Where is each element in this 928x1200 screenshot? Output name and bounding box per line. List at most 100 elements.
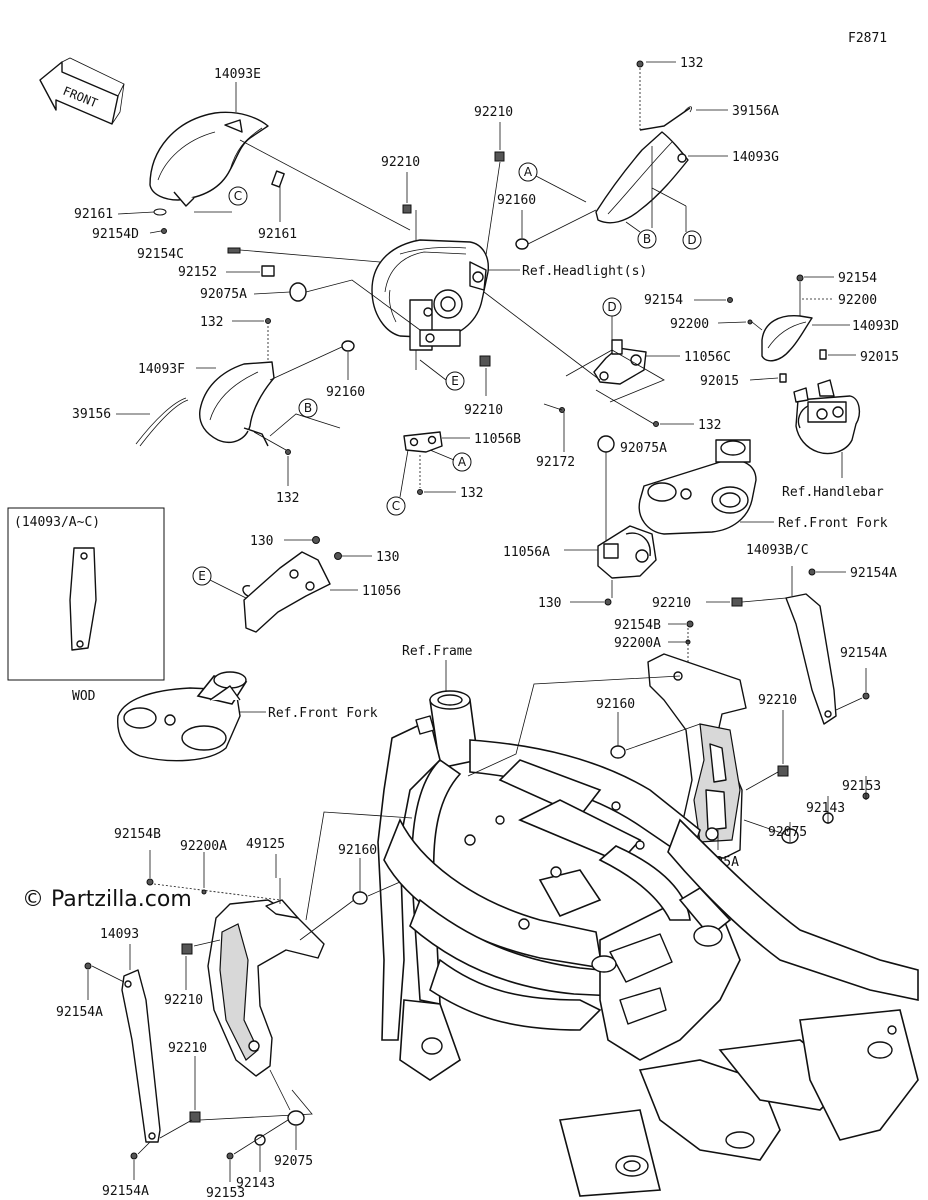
- handlebar-clamp[interactable]: [793, 379, 861, 455]
- label-14093d: 14093D: [852, 319, 899, 334]
- screw-92154a-l2: [130, 1152, 138, 1160]
- svg-text:E: E: [198, 569, 206, 583]
- collar-92015-a: [819, 349, 827, 360]
- label-92210-mid: 92210: [381, 155, 420, 170]
- callout-a-top: [518, 162, 538, 182]
- label-130-c: 130: [538, 596, 561, 611]
- side-cover-14093bc[interactable]: [785, 593, 837, 725]
- bolt-132-d: [417, 489, 423, 495]
- callout-c-mid: [386, 496, 406, 516]
- label-132-top: 132: [680, 56, 703, 71]
- inset-caption: WOD: [72, 689, 96, 704]
- screw-92154-r1: [796, 274, 804, 282]
- headlight-cowl-14093e[interactable]: [149, 111, 285, 207]
- screw-92154b-l: [146, 878, 154, 886]
- label-92153-r: 92153: [842, 779, 881, 794]
- label-92154b-l: 92154B: [114, 827, 161, 842]
- label-11056a: 11056A: [503, 545, 550, 560]
- label-92172: 92172: [536, 455, 575, 470]
- handlebar-cover-14093d[interactable]: [761, 315, 813, 362]
- label-92075-bl: 92075: [274, 1154, 313, 1169]
- label-92210-top: 92210: [474, 105, 513, 120]
- bolt-132-left: [265, 318, 271, 324]
- label-92160-left: 92160: [326, 385, 365, 400]
- frame-cover-49125a[interactable]: [647, 653, 747, 859]
- headlight-bracket-assembly[interactable]: [371, 239, 489, 351]
- label-92161-b: 92161: [258, 227, 297, 242]
- bracket-11056[interactable]: [242, 551, 331, 633]
- damper-92075a-center: [597, 435, 615, 453]
- grommet-92160-r: [610, 745, 626, 759]
- ref-front-fork-right: Ref.Front Fork: [778, 516, 888, 531]
- svg-text:D: D: [607, 300, 616, 314]
- bracket-11056a[interactable]: [597, 525, 657, 579]
- label-130-b: 130: [376, 550, 399, 565]
- inset-cover-shape: [69, 547, 97, 651]
- bracket-11056b[interactable]: [403, 431, 443, 453]
- label-92154d: 92154D: [92, 227, 139, 242]
- label-92200-r1: 92200: [838, 293, 877, 308]
- label-11056b: 11056B: [474, 432, 521, 447]
- front-arrow-icon: FRONT: [39, 57, 125, 125]
- label-14093f: 14093F: [138, 362, 185, 377]
- nut-130-b: [334, 552, 342, 560]
- label-92153-bl: 92153: [206, 1186, 245, 1200]
- screw-92154-r2: [727, 297, 733, 303]
- bracket-11056c[interactable]: [593, 339, 647, 385]
- label-92210-r: 92210: [652, 596, 691, 611]
- screw-92154a-r2: [862, 692, 870, 700]
- svg-text:B: B: [643, 232, 651, 246]
- label-92210-bl2: 92210: [168, 1041, 207, 1056]
- frame-cover-49125[interactable]: [207, 899, 325, 1077]
- bolt-132-top: [636, 60, 644, 68]
- label-132-d: 132: [460, 486, 483, 501]
- label-92154-r1: 92154: [838, 271, 877, 286]
- label-92015-b: 92015: [700, 374, 739, 389]
- label-92154-r2: 92154: [644, 293, 683, 308]
- nut-92210-r: [731, 597, 743, 607]
- svg-text:B: B: [304, 401, 312, 415]
- bolt-132-c: [653, 421, 659, 427]
- bolt-132-bot: [285, 449, 291, 455]
- label-14093g: 14093G: [732, 150, 779, 165]
- cowl-14093f[interactable]: [199, 361, 275, 447]
- label-92143-r: 92143: [806, 801, 845, 816]
- nut-92210-mid: [402, 204, 412, 214]
- side-cover-14093[interactable]: [121, 969, 161, 1143]
- grommet-92160-left: [341, 340, 355, 352]
- label-92200a-r: 92200A: [614, 636, 661, 651]
- inset-title: (14093/A~C): [14, 515, 100, 530]
- washer-92200a-l: [201, 889, 207, 895]
- washer-92143-bl: [254, 1134, 266, 1146]
- grommet-92161: [153, 208, 167, 216]
- motorcycle-frame: [377, 690, 919, 1197]
- cowl-14093g[interactable]: [595, 107, 691, 224]
- damper-92075a-left: [289, 282, 307, 302]
- label-92154b-r: 92154B: [614, 618, 661, 633]
- label-92210-center: 92210: [464, 403, 503, 418]
- label-92075a-left: 92075A: [200, 287, 247, 302]
- label-92160-top: 92160: [497, 193, 536, 208]
- washer-92200-r2: [747, 319, 753, 325]
- callout-b-left: [298, 398, 318, 418]
- collar-92152: [261, 265, 275, 277]
- upper-triple-clamp[interactable]: [638, 439, 757, 535]
- label-92154a-l1: 92154A: [56, 1005, 103, 1020]
- label-14093-l: 14093: [100, 927, 139, 942]
- label-92154a-r1: 92154A: [850, 566, 897, 581]
- screw-92154a-r1: [808, 568, 816, 576]
- callout-d-top: [682, 230, 702, 250]
- label-92154a-r2: 92154A: [840, 646, 887, 661]
- svg-text:E: E: [451, 374, 459, 388]
- label-11056: 11056: [362, 584, 401, 599]
- label-92210-r2: 92210: [758, 693, 797, 708]
- lower-triple-clamp[interactable]: [117, 671, 248, 762]
- svg-text:A: A: [524, 165, 533, 179]
- ref-headlight: Ref.Headlight(s): [522, 264, 647, 279]
- label-14093bc: 14093B/C: [746, 543, 809, 558]
- callout-c-top: [228, 186, 248, 206]
- screw-92154c: [227, 247, 241, 254]
- callout-b-top: [637, 229, 657, 249]
- nut-92210-bl2: [189, 1111, 201, 1123]
